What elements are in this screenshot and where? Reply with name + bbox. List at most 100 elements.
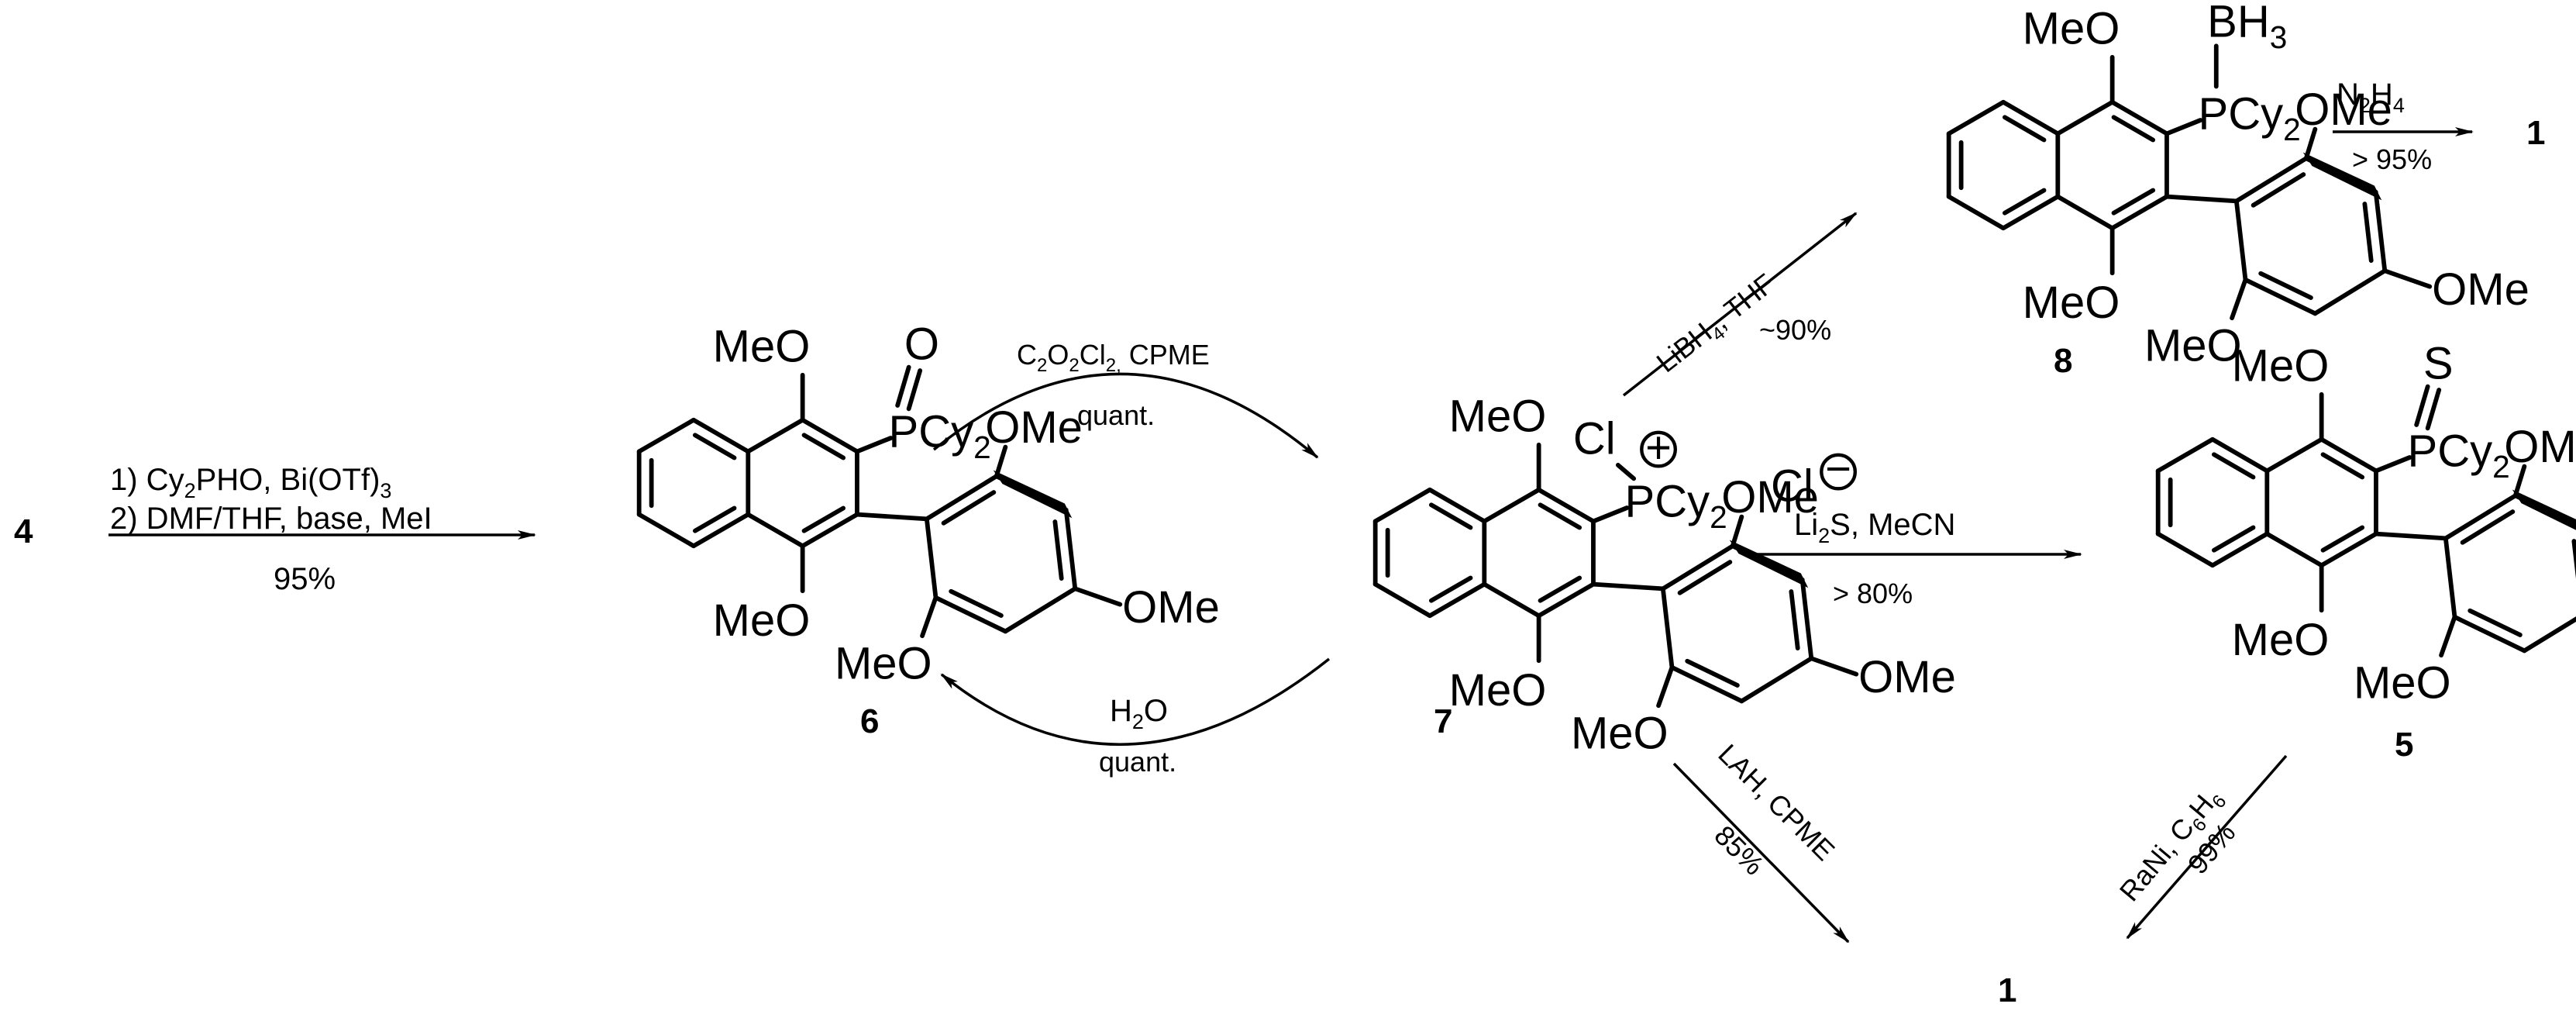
condition-water-yield: quant. — [1099, 746, 1176, 778]
methoxy-bond — [2303, 126, 2318, 161]
naphthalene-bond — [800, 417, 859, 454]
naphthalene-bond — [636, 512, 696, 549]
naphthalene-bond — [2210, 531, 2270, 568]
compound-label-1-bottom: 1 — [1998, 971, 2016, 1009]
aryl-bond — [2452, 615, 2527, 654]
naphthalene-bond — [1482, 581, 1541, 619]
structure-compound-5: MeOMeOPCy2SOMeMeOOMe — [2155, 339, 2576, 708]
aryl-bond — [2243, 278, 2318, 316]
naphthalene-double-bond — [2320, 452, 2365, 480]
aryl-wedge-bond — [2302, 152, 2382, 201]
aryl-double-bond — [2362, 202, 2374, 264]
naphthalene-double-bond — [801, 505, 846, 533]
aryl-bond — [1660, 586, 1675, 670]
naphthalene-bond — [2264, 531, 2324, 568]
naphthalene-bond — [1372, 581, 1432, 619]
structure-sulfide: MeOMeOPCy2SOMeMeOOMe — [2155, 339, 2576, 708]
naphthalene-double-bond — [2211, 525, 2256, 553]
arrow-7-to-8 — [1622, 212, 1858, 397]
methoxy-label: MeO — [2354, 657, 2451, 708]
p-o-double-bond — [906, 368, 923, 412]
compound-label-7: 7 — [1434, 702, 1452, 740]
condition-hydrazine: N2H4 — [2337, 78, 2405, 117]
methoxy-label: MeO — [1449, 665, 1547, 716]
aryl-bond — [2373, 189, 2388, 274]
p-cl-bond — [1615, 463, 1637, 481]
methoxy-bond — [994, 444, 1008, 479]
naphthalene-bond — [1427, 581, 1487, 619]
condition-step1-line1: 1) Cy2PHO, Bi(OTf)3 — [110, 463, 391, 502]
negative-charge: − — [1825, 444, 1851, 495]
compound-label-4: 4 — [14, 512, 33, 550]
compound-label-1-right: 1 — [2526, 114, 2545, 152]
naphthalene-double-bond — [1538, 575, 1582, 603]
condition-step1-yield: 95% — [274, 562, 336, 596]
phosphine-label: PCy2 — [889, 407, 991, 466]
naphthalene-bond — [2155, 531, 2215, 568]
compound-label-6: 6 — [860, 702, 879, 740]
sulfide-label: S — [2423, 339, 2454, 389]
methoxy-bond — [1730, 514, 1744, 549]
aryl-double-bond — [2468, 608, 2523, 637]
naphthalene-bond — [2319, 436, 2378, 474]
aryl-bond — [924, 516, 938, 600]
methoxy-bond — [920, 595, 938, 639]
naphthalene-double-bond — [692, 505, 737, 533]
naphthalene-bond — [2264, 436, 2324, 474]
borane-label: BH3 — [2207, 0, 2287, 55]
aryl-bond — [1660, 543, 1735, 592]
aryl-bond — [2443, 536, 2457, 619]
naphthalene-bond — [1372, 487, 1432, 524]
biaryl-bond — [1591, 581, 1665, 592]
phosphine-label: PCy2 — [1625, 477, 1727, 536]
chloro-label: Cl — [1573, 413, 1616, 464]
aryl-double-bond — [1052, 519, 1064, 581]
naphthalene-bond — [1536, 487, 1596, 524]
chloride-counterion-label: Cl — [1771, 460, 1813, 511]
naphthalene-bond — [2210, 436, 2270, 474]
methoxy-label: OMe — [985, 402, 1083, 453]
naphthalene-double-bond — [1538, 502, 1582, 530]
aryl-bond — [924, 474, 999, 522]
condition-li2s: Li2S, MeCN — [1794, 508, 1955, 547]
naphthalene-bond — [2109, 99, 2169, 136]
naphthalene-double-bond — [2111, 115, 2156, 143]
aryl-bond — [1003, 586, 1078, 634]
naphthalene-bond — [800, 512, 859, 549]
naphthalene-bond — [691, 417, 751, 454]
aryl-bond — [1063, 507, 1078, 592]
methoxy-bond — [2382, 268, 2433, 289]
aryl-double-bond — [2251, 172, 2306, 208]
methoxy-label: MeO — [2232, 615, 2330, 665]
aryl-bond — [2233, 198, 2248, 282]
methoxy-label: MeO — [713, 321, 811, 371]
aryl-bond — [2233, 156, 2309, 204]
condition-oxalyl-chloride: C2O2Cl2, CPME — [1017, 339, 1210, 376]
aryl-bond — [2313, 268, 2388, 316]
methoxy-label: MeO — [2232, 340, 2330, 391]
arrow-6-to-7-oxidative — [932, 372, 1319, 459]
naphthalene-bond — [746, 512, 805, 549]
naphthalene-bond — [746, 417, 805, 454]
condition-step1-line2: 2) DMF/THF, base, MeI — [110, 502, 432, 536]
methoxy-label: MeO — [2023, 278, 2120, 328]
naphthalene-bond — [1946, 99, 2006, 136]
positive-charge: + — [1645, 423, 1672, 473]
naphthalene-double-bond — [2211, 452, 2256, 480]
methoxy-bond — [1809, 656, 1859, 677]
naphthalene-double-bond — [2111, 188, 2156, 216]
methoxy-label: MeO — [713, 595, 811, 646]
condition-lah-yield: 85% — [1708, 819, 1770, 881]
naphthalene-bond — [691, 512, 751, 549]
methoxy-label: MeO — [2023, 3, 2120, 53]
condition-li2s-yield: > 80% — [1833, 578, 1913, 609]
compound-label-8: 8 — [2054, 342, 2072, 380]
condition-oxalyl-yield: quant. — [1077, 399, 1155, 431]
aryl-double-bond — [1677, 560, 1733, 595]
negative-charge-circle — [1820, 453, 1857, 491]
